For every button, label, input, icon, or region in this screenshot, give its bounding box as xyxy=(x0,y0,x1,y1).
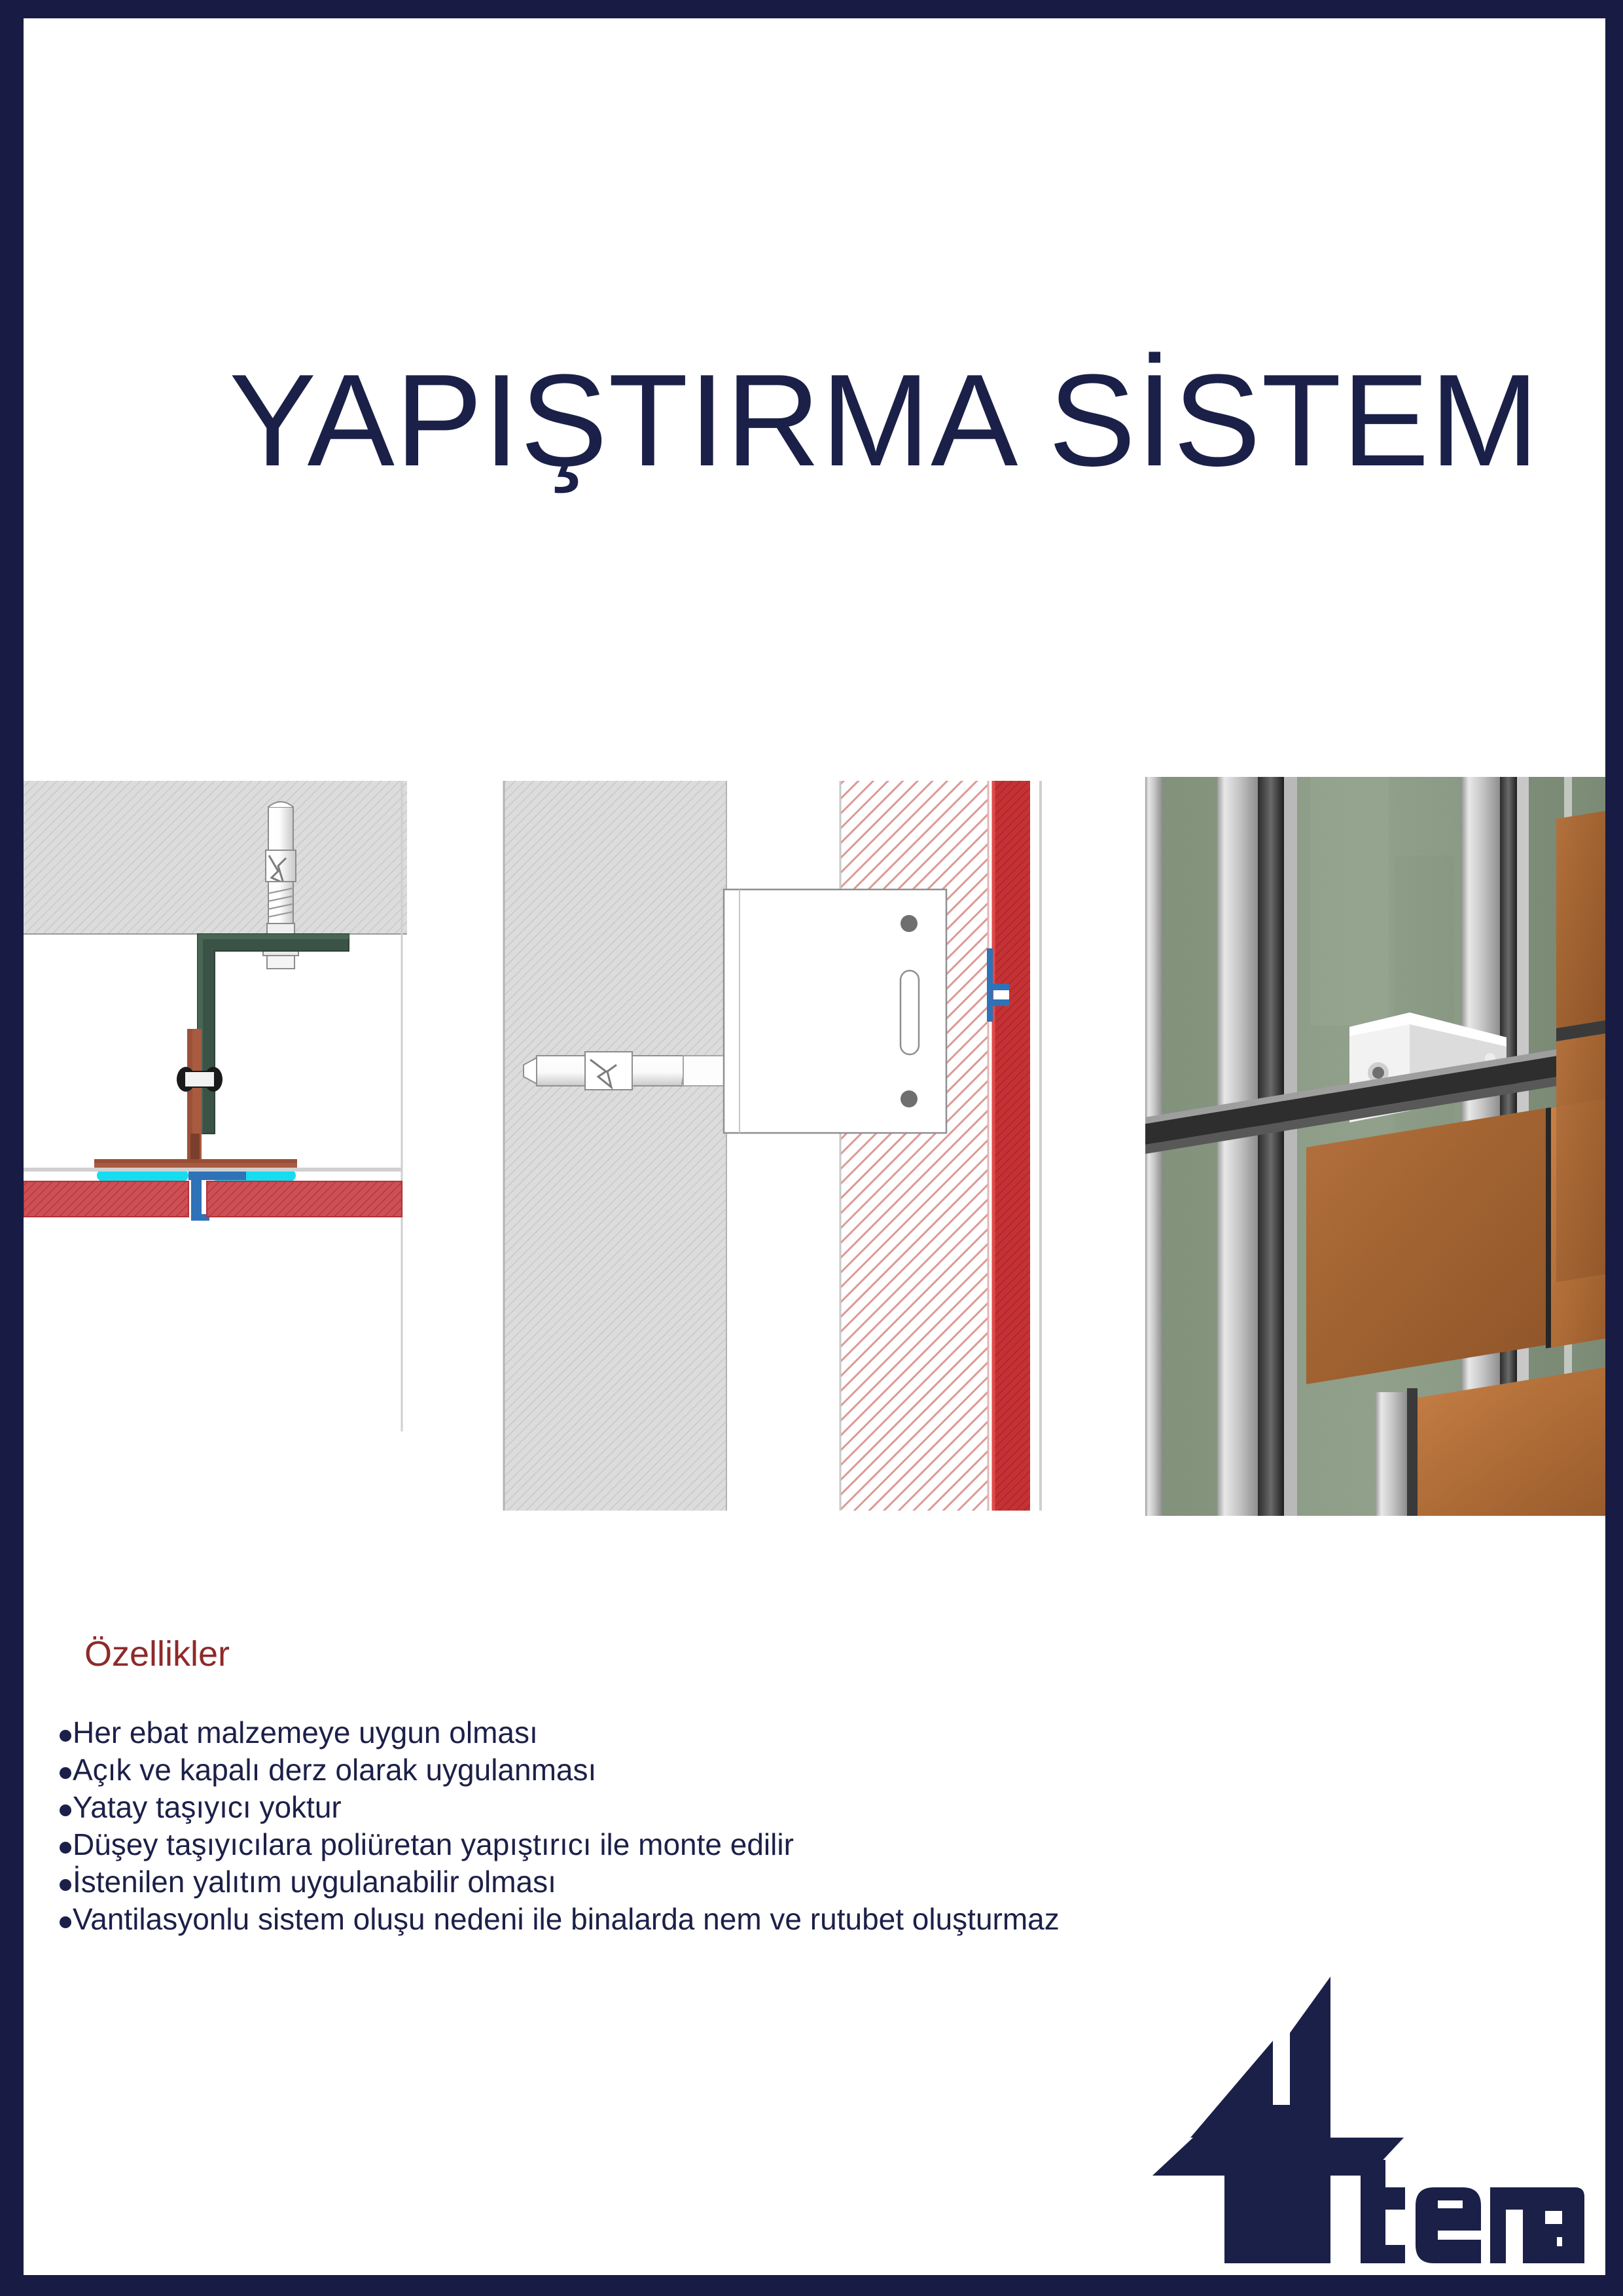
list-item-label: Açık ve kapalı derz olarak uygulanması xyxy=(73,1753,597,1787)
wall-section-drawing xyxy=(503,781,1042,1511)
bullet-icon xyxy=(60,1767,71,1779)
slab-hatch xyxy=(24,781,407,934)
tema-wordmark-a xyxy=(1533,2187,1584,2263)
adjustment-slot xyxy=(899,969,920,1056)
features-list: Her ebat malzemeye uygun olması Açık ve … xyxy=(60,1714,1499,1938)
through-bolt xyxy=(177,1067,223,1092)
adhesive-bead-left xyxy=(97,1170,188,1181)
list-item-label: Düşey taşıyıcılara poliüretan yapıştırıc… xyxy=(73,1827,794,1862)
cladding-panels xyxy=(1306,811,1605,1516)
list-item: Her ebat malzemeye uygun olması xyxy=(60,1714,1499,1751)
cladding-panel xyxy=(993,781,1030,1511)
list-item-label: İstenilen yalıtım uygulanabilir olması xyxy=(73,1865,556,1899)
features-section: Özellikler Her ebat malzemeye uygun olma… xyxy=(60,1634,1499,1938)
figure-strip xyxy=(24,777,1605,1516)
list-item-label: Her ebat malzemeye uygun olması xyxy=(73,1715,538,1750)
joint-profile xyxy=(987,948,1009,1022)
poster-sheet: YAPIŞTIRMA SİSTEM xyxy=(24,18,1605,2275)
fixing-hole-top xyxy=(901,915,918,932)
list-item: Yatay taşıyıcı yoktur xyxy=(60,1789,1499,1826)
bullet-icon xyxy=(60,1804,71,1816)
bracket-plate xyxy=(722,888,948,1134)
gasket-top xyxy=(188,1170,246,1180)
list-item-label: Vantilasyonlu sistem oluşu nedeni ile bi… xyxy=(73,1902,1060,1937)
tema-logo xyxy=(1152,1949,1584,2263)
bullet-icon xyxy=(60,1878,71,1891)
horizontal-joint-rail xyxy=(1145,1041,1605,1154)
features-heading: Özellikler xyxy=(84,1634,230,1674)
list-item: İstenilen yalıtım uygulanabilir olması xyxy=(60,1863,1499,1901)
panel-right xyxy=(206,1181,402,1217)
masonry-wall xyxy=(504,781,726,1511)
bullet-icon xyxy=(60,1841,71,1854)
figure-wall-section xyxy=(491,777,1046,1516)
figure-detail-section xyxy=(24,777,407,1516)
panel-left xyxy=(24,1181,189,1217)
bullet-icon xyxy=(60,1729,71,1742)
figure-facade-render xyxy=(1145,777,1605,1516)
bullet-icon xyxy=(60,1916,71,1928)
fixing-hole-bottom xyxy=(901,1090,918,1107)
detail-section-drawing xyxy=(24,781,407,1431)
list-item-label: Yatay taşıyıcı yoktur xyxy=(73,1790,342,1825)
list-item: Açık ve kapalı derz olarak uygulanması xyxy=(60,1751,1499,1789)
list-item: Vantilasyonlu sistem oluşu nedeni ile bi… xyxy=(60,1901,1499,1938)
tema-logo-svg xyxy=(1152,1977,1584,2263)
page-title: YAPIŞTIRMA SİSTEM xyxy=(229,348,1540,493)
tema-building-mark xyxy=(1152,1977,1404,2263)
list-item: Düşey taşıyıcılara poliüretan yapıştırıc… xyxy=(60,1826,1499,1863)
facade-render-image xyxy=(1145,777,1605,1516)
